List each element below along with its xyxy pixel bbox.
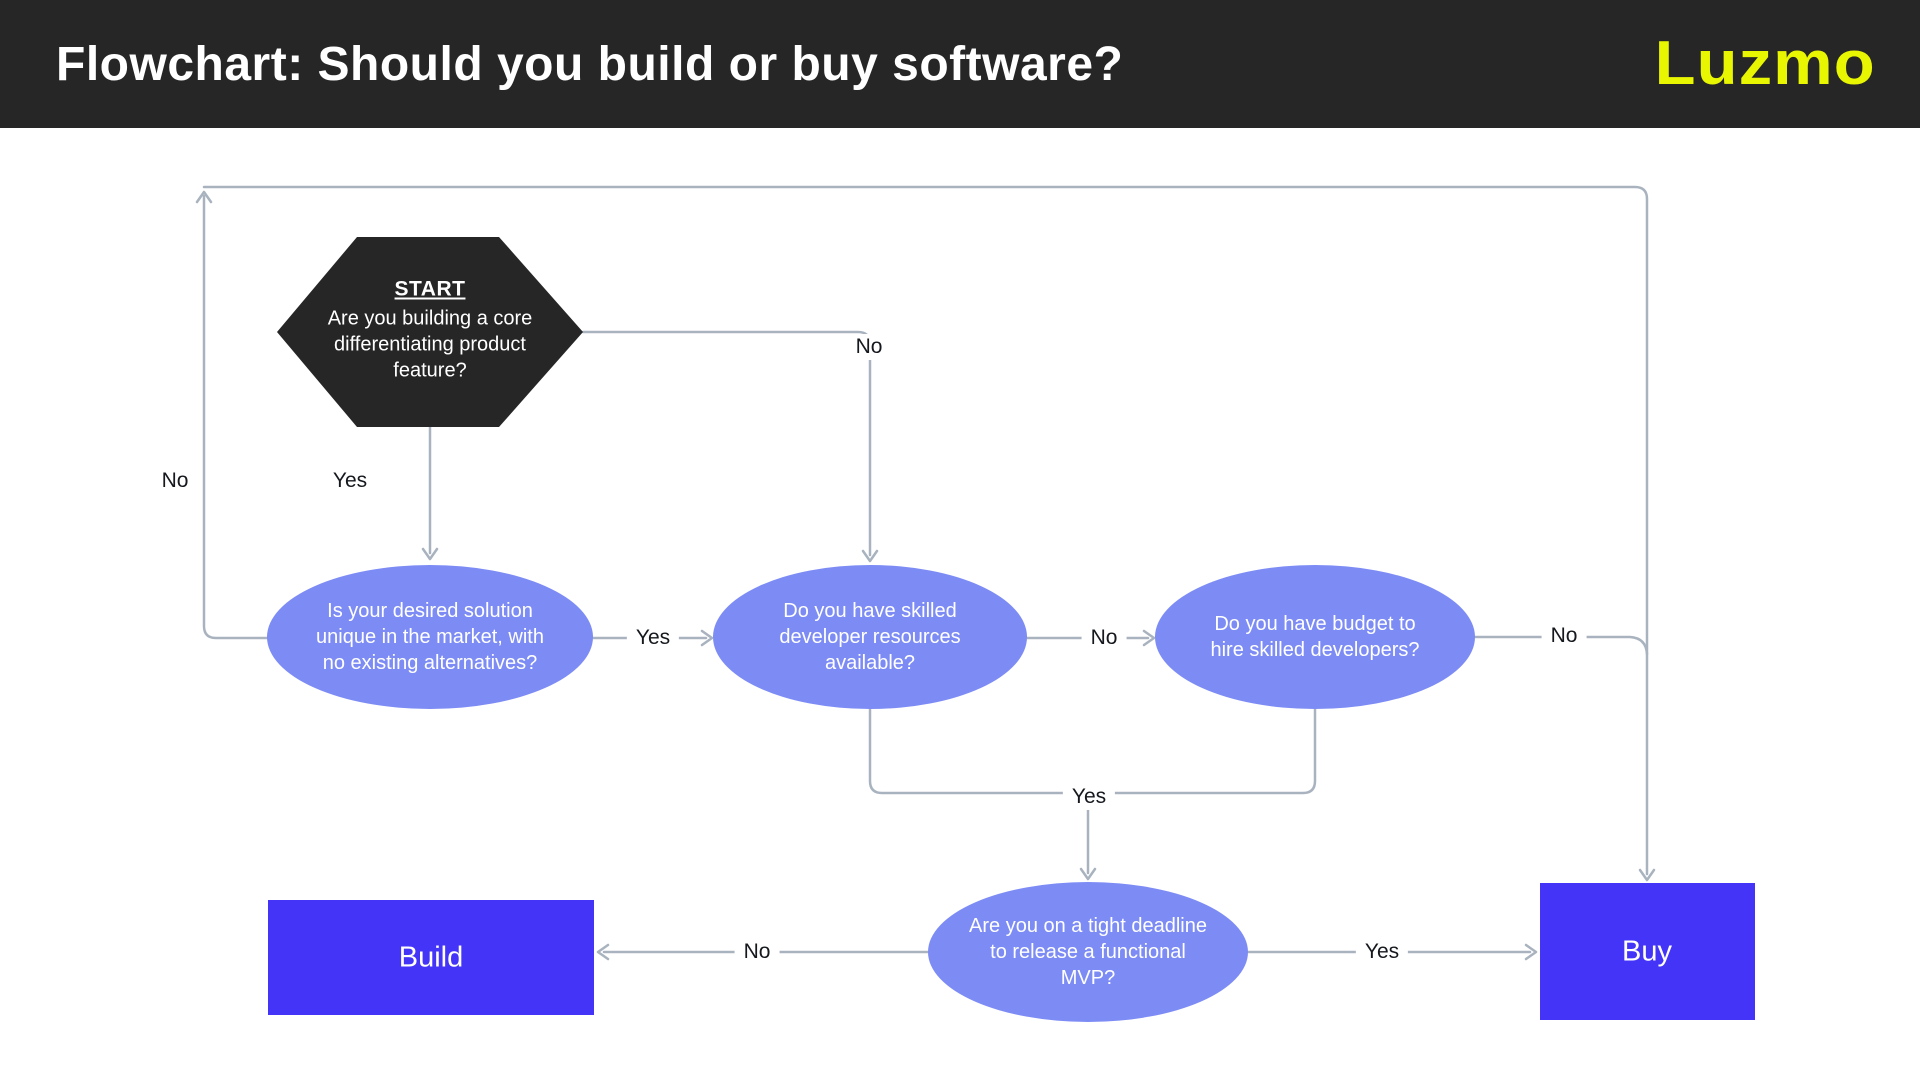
buy-label: Buy bbox=[1622, 935, 1672, 968]
edge-label-start-no: No bbox=[846, 334, 892, 360]
buy-box bbox=[1540, 883, 1755, 1020]
edge-label-merge-yes: Yes bbox=[1062, 784, 1116, 810]
edge-label-unique-yes: Yes bbox=[626, 625, 680, 651]
start-node-text: START Are you building a core differenti… bbox=[321, 277, 539, 384]
edge-budget-yes bbox=[1086, 707, 1317, 795]
budget-question: Do you have budget to hire skilled devel… bbox=[1210, 613, 1420, 661]
header-bar: Flowchart: Should you build or buy softw… bbox=[0, 0, 1920, 128]
edge-label-resources-no: No bbox=[1081, 625, 1127, 651]
deadline-question: Are you on a tight deadline to release a… bbox=[969, 915, 1207, 989]
decision-ellipse-deadline bbox=[928, 882, 1248, 1022]
start-title: START bbox=[394, 277, 466, 301]
arrow-right-icon bbox=[1142, 629, 1156, 647]
arrow-down-icon bbox=[1079, 867, 1097, 881]
luzmo-logo: Luzmo bbox=[1654, 29, 1876, 98]
arrow-down-icon bbox=[421, 547, 439, 561]
unique-question: Is your desired solution unique in the m… bbox=[316, 600, 544, 674]
build-label: Build bbox=[398, 941, 464, 974]
arrow-right-icon bbox=[1524, 943, 1538, 961]
edge-label-unique-no: No bbox=[152, 468, 198, 494]
edge-label-start-yes: Yes bbox=[323, 468, 377, 494]
edge-label-deadline-yes: Yes bbox=[1355, 939, 1409, 965]
start-hexagon bbox=[277, 237, 583, 427]
build-box bbox=[268, 900, 594, 1015]
edge-resources-yes bbox=[868, 707, 1090, 795]
arrow-down-icon bbox=[1638, 868, 1656, 882]
decision-ellipse-budget bbox=[1155, 565, 1475, 709]
arrow-up-icon bbox=[195, 190, 213, 204]
arrow-down-icon bbox=[861, 549, 879, 563]
arrow-left-icon bbox=[596, 943, 610, 961]
start-question: Are you building a core differentiating … bbox=[327, 307, 533, 382]
decision-ellipse-resources bbox=[713, 565, 1027, 709]
edge-unique-no bbox=[202, 194, 270, 640]
resources-question: Do you have skilled developer resources … bbox=[779, 600, 961, 674]
page-title: Flowchart: Should you build or buy softw… bbox=[56, 37, 1124, 91]
decision-ellipse-unique bbox=[267, 565, 593, 709]
edge-start-no bbox=[581, 330, 872, 557]
edge-top-rail-to-buy bbox=[202, 185, 1649, 876]
edge-label-budget-no: No bbox=[1541, 623, 1587, 649]
edge-label-deadline-no: No bbox=[734, 939, 780, 965]
edge-budget-no bbox=[1473, 635, 1649, 656]
arrow-right-icon bbox=[700, 629, 714, 647]
